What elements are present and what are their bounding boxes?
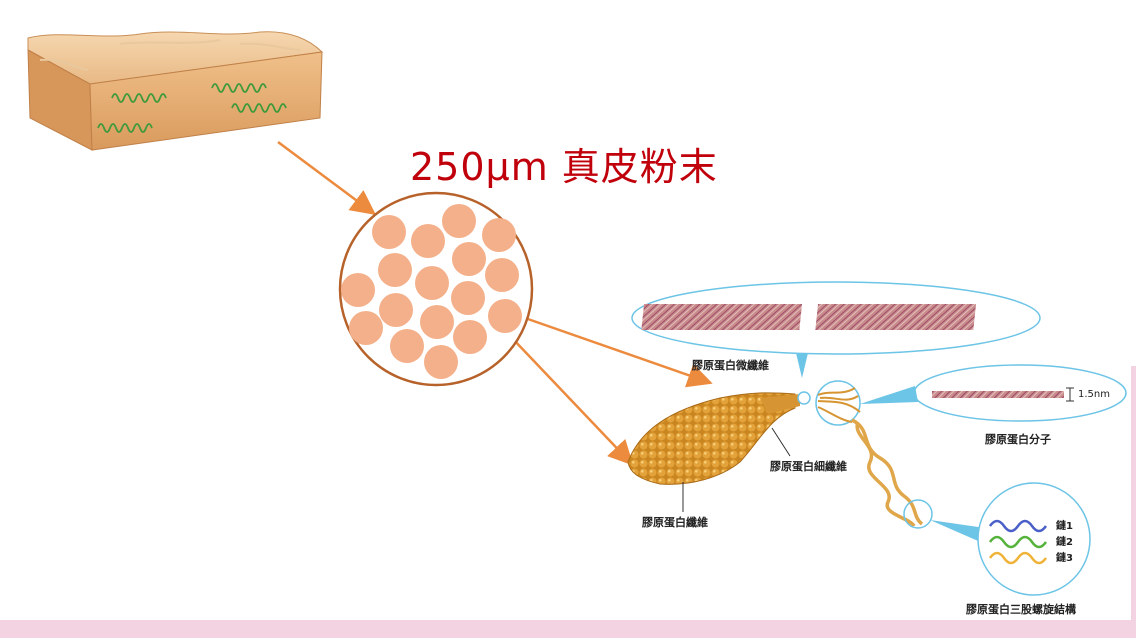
- powder-particles-circle: [338, 191, 534, 387]
- fibril-zoom: [797, 380, 933, 529]
- arrow-powder-to-microfibril: [524, 316, 713, 388]
- footer-band: [0, 620, 1136, 638]
- label-molecule: 膠原蛋白分子: [985, 433, 1051, 446]
- arrow-powder-to-fiber: [511, 337, 634, 466]
- label-chain2: 鏈2: [1056, 537, 1073, 548]
- label-chain3: 鏈3: [1056, 553, 1073, 564]
- collagen-fiber-bundle: [627, 392, 800, 512]
- right-decor-strip: [1131, 366, 1136, 620]
- label-fiber: 膠原蛋白纖維: [642, 516, 708, 529]
- label-fibril: 膠原蛋白細纖維: [770, 460, 847, 473]
- skin-tissue-block: [27, 31, 324, 151]
- diagram-title: 250μm 真皮粉末: [410, 145, 718, 189]
- label-dimension: 1.5nm: [1078, 389, 1110, 400]
- label-chain1: 鏈1: [1056, 521, 1073, 532]
- arrow-skin-to-powder: [277, 140, 377, 215]
- microfibril-callout: [631, 281, 1041, 378]
- label-triple-helix: 膠原蛋白三股螺旋結構: [966, 603, 1076, 616]
- triple-helix-callout: [930, 482, 1091, 596]
- molecule-callout: [860, 364, 1127, 422]
- label-microfibril: 膠原蛋白微纖維: [692, 359, 769, 372]
